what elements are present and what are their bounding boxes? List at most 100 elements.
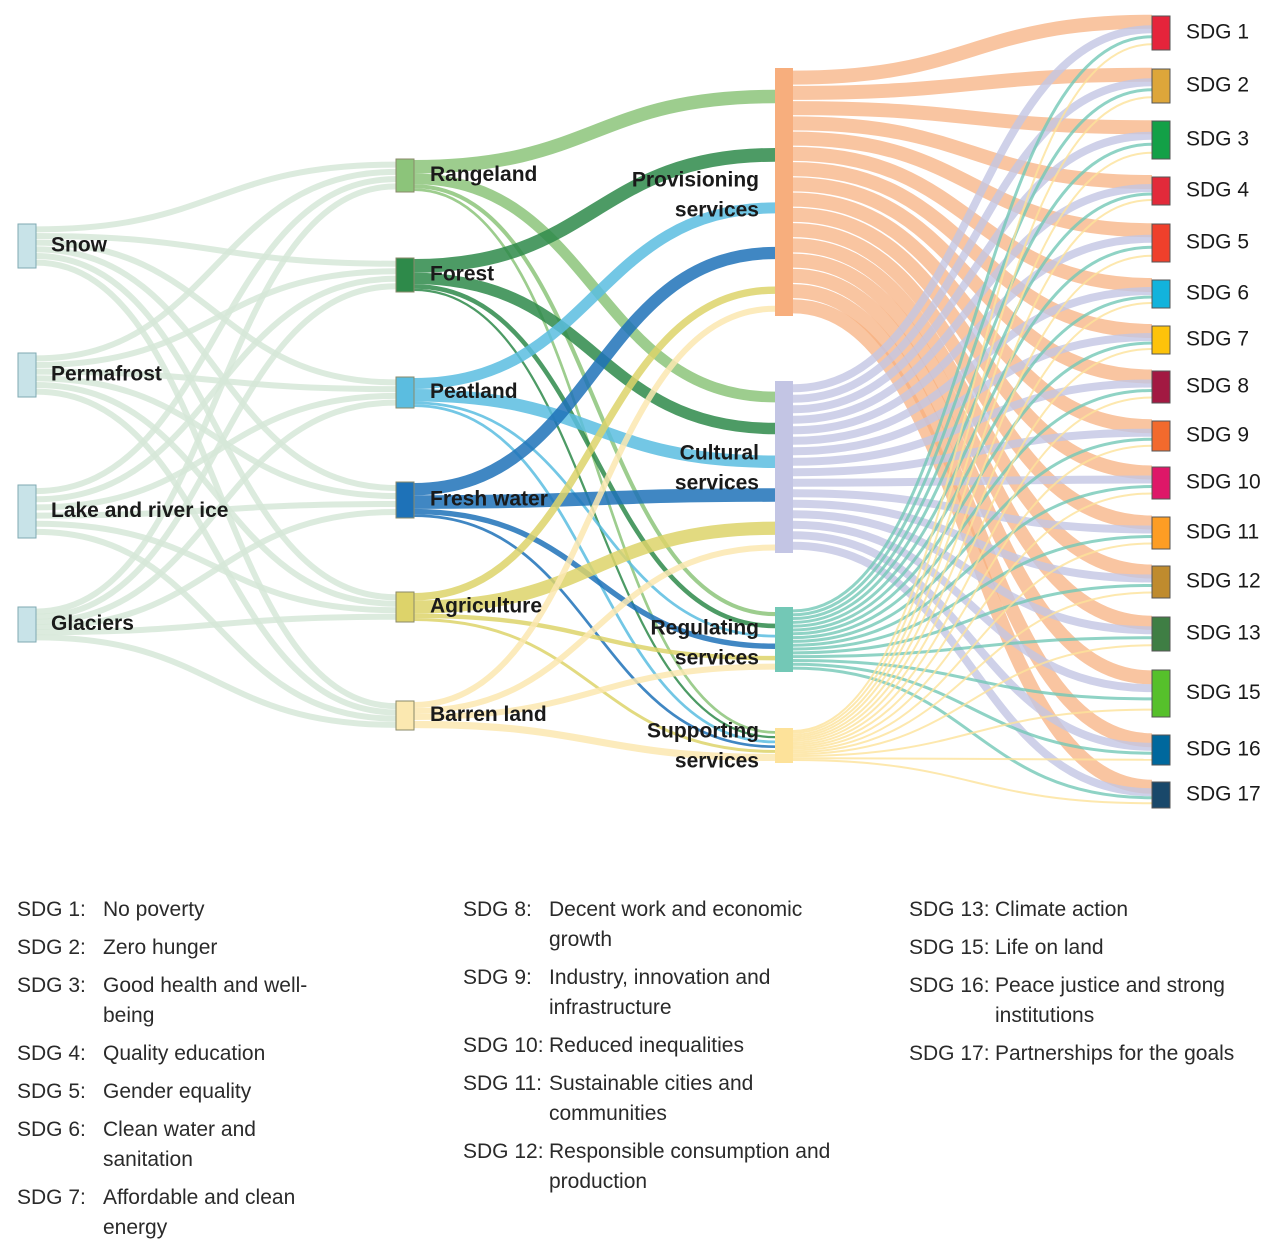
node-lake [17, 484, 37, 539]
link-sup-s2 [792, 96, 1153, 734]
node-s7 [1151, 325, 1171, 355]
node-reg [775, 607, 793, 672]
legend-code: SDG 9: [463, 966, 532, 989]
link-prov-s5 [792, 131, 1153, 238]
legend-code: SDG 1: [17, 898, 86, 921]
link-permafrost-rangeland [35, 168, 397, 362]
link-cult-s9 [792, 428, 1153, 477]
legend-code: SDG 16: [909, 974, 990, 997]
link-sup-s7 [792, 348, 1153, 744]
link-cult-s17 [792, 541, 1153, 797]
link-cult-s7 [792, 333, 1153, 456]
link-barren-reg [413, 663, 776, 720]
node-agriculture [395, 591, 415, 623]
link-cult-s11 [792, 489, 1153, 534]
label-s3: SDG 3 [1186, 128, 1249, 151]
link-prov-s10 [792, 207, 1153, 480]
link-reg-s7 [792, 341, 1153, 636]
link-prov-s1 [792, 14, 1153, 85]
label-s11: SDG 11 [1186, 521, 1259, 544]
label-s13: SDG 13 [1186, 622, 1261, 645]
link-reg-s11 [792, 535, 1153, 651]
legend-item: SDG 7:Affordable and clean energy [17, 1183, 437, 1243]
legend-description: Decent work and economic growth [549, 898, 803, 951]
legend-item: SDG 6:Clean water and sanitation [17, 1115, 437, 1175]
link-agriculture-reg [413, 613, 776, 661]
link-reg-s1 [792, 35, 1153, 613]
link-sup-s5 [792, 254, 1153, 740]
link-sup-s10 [792, 492, 1153, 750]
label-forest: Forest [430, 263, 494, 286]
link-rangeland-cult [413, 173, 776, 403]
link-prov-s8 [792, 177, 1153, 384]
link-reg-s12 [792, 584, 1153, 655]
legend-description: Zero hunger [103, 936, 218, 959]
label-freshwater: Fresh water [430, 488, 548, 511]
legend-code: SDG 12: [463, 1140, 544, 1163]
link-agriculture-cult [413, 521, 776, 614]
link-barren-cult [413, 544, 776, 714]
legend-description: Responsible consumption and production [549, 1140, 831, 1193]
node-s5 [1151, 223, 1171, 263]
link-permafrost-forest [35, 268, 397, 368]
link-prov-s4 [792, 116, 1153, 189]
link-cult-s4 [792, 184, 1153, 424]
label-reg-line-2: services [675, 647, 759, 670]
legend-description: Sustainable cities and communities [549, 1072, 754, 1125]
legend-code: SDG 5: [17, 1080, 86, 1103]
legend-item: SDG 8: Decent work and economic growth [463, 895, 863, 955]
legend-item: SDG 10:Reduced inequalities [463, 1031, 863, 1061]
link-cult-s1 [792, 25, 1153, 393]
legend-description: Partnerships for the goals [995, 1042, 1235, 1065]
link-cult-s3 [792, 131, 1153, 414]
node-s13 [1151, 616, 1171, 652]
legend-item: SDG 15:Life on land [909, 933, 1274, 963]
link-rangeland-prov [413, 89, 776, 174]
link-prov-s15 [792, 268, 1153, 685]
label-s15: SDG 15 [1186, 681, 1261, 704]
node-rangeland [395, 158, 415, 193]
node-s17 [1151, 781, 1171, 809]
link-glaciers-freshwater [35, 509, 397, 631]
legend-item: SDG 13:Climate action [909, 895, 1274, 925]
legend-code: SDG 10: [463, 1034, 544, 1057]
cryosphere-links [35, 161, 397, 728]
link-reg-s6 [792, 295, 1153, 632]
link-cult-s5 [792, 234, 1153, 435]
label-s5: SDG 5 [1186, 231, 1249, 254]
legend-item: SDG 2:Zero hunger [17, 933, 437, 963]
legend-description: Affordable and clean energy [103, 1186, 296, 1239]
label-cult-line-1: Cultural [680, 442, 759, 465]
node-s10 [1151, 466, 1171, 500]
legend-description: Quality education [103, 1042, 266, 1065]
legend-item: SDG 4:Quality education [17, 1039, 437, 1069]
link-reg-s9 [792, 437, 1153, 643]
label-reg-line-1: Regulating [651, 617, 760, 640]
link-snow-peatland [35, 239, 397, 386]
node-s8 [1151, 370, 1171, 404]
legend-code: SDG 17: [909, 1042, 990, 1065]
link-permafrost-barren [35, 388, 397, 716]
label-s17: SDG 17 [1186, 783, 1261, 806]
link-freshwater-cult [413, 488, 776, 509]
link-cult-s15 [792, 520, 1153, 693]
link-reg-s15 [792, 658, 1153, 701]
link-agriculture-prov [413, 286, 776, 601]
link-sup-s1 [792, 43, 1153, 732]
label-s7: SDG 7 [1186, 328, 1249, 351]
legend-code: SDG 8: [463, 898, 532, 921]
node-s16 [1151, 734, 1171, 766]
link-prov-s6 [792, 146, 1153, 292]
service-links [792, 14, 1153, 805]
legend-description: Industry, innovation and infrastructure [549, 966, 771, 1019]
node-sup [775, 728, 793, 763]
link-sup-s3 [792, 151, 1153, 736]
legend-item: SDG 3:Good health and well-being [17, 971, 437, 1031]
label-peatland: Peatland [430, 380, 518, 403]
legend-description: Reduced inequalities [549, 1034, 744, 1057]
